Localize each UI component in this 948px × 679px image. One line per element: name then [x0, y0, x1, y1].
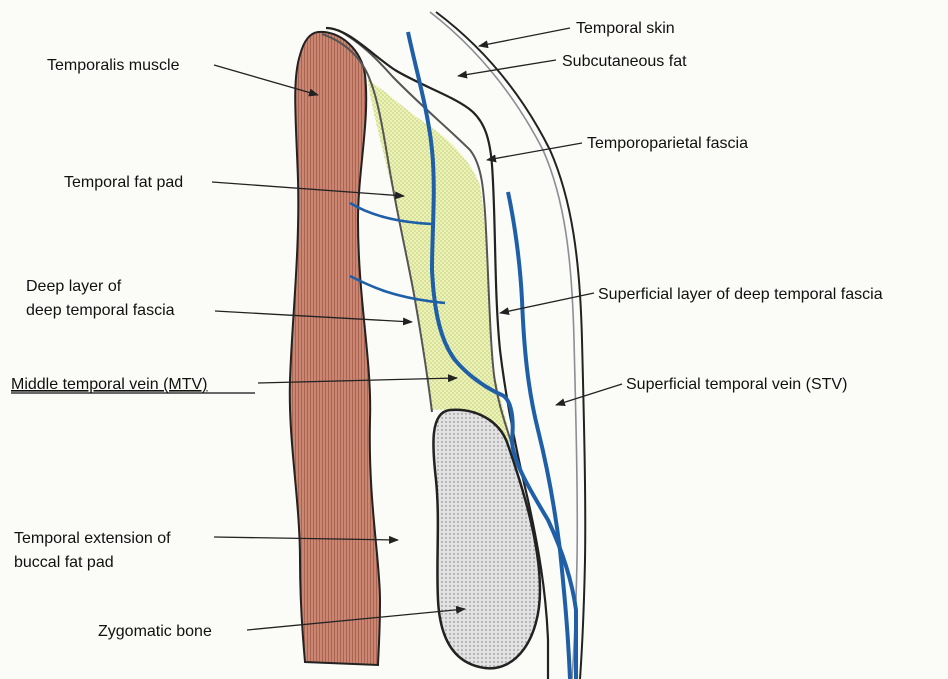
label-buccal-line2: buccal fat pad	[14, 554, 114, 571]
label-temporalis-muscle: Temporalis muscle	[47, 57, 180, 74]
arrow-stv	[556, 384, 622, 405]
arrow-temporoparietal-fascia	[487, 143, 582, 160]
label-temporal-skin: Temporal skin	[576, 20, 675, 37]
label-temporal-fat-pad: Temporal fat pad	[64, 174, 183, 191]
label-deep-layer-line1: Deep layer of	[26, 278, 122, 295]
label-subcutaneous-fat: Subcutaneous fat	[562, 53, 687, 70]
temporalis-muscle-shape	[290, 32, 380, 665]
label-buccal-line1: Temporal extension of	[14, 530, 171, 547]
label-superficial-temporal-vein: Superficial temporal vein (STV)	[626, 376, 847, 393]
label-deep-layer-line2: deep temporal fascia	[26, 302, 175, 319]
arrow-temporal-skin	[479, 28, 570, 46]
arrow-subcutaneous-fat	[458, 60, 556, 76]
zygomatic-bone-shape	[433, 410, 540, 669]
label-zygomatic-bone: Zygomatic bone	[98, 623, 212, 640]
label-superficial-layer: Superficial layer of deep temporal fasci…	[598, 286, 883, 303]
label-middle-temporal-vein: Middle temporal vein (MTV)	[11, 376, 208, 393]
label-temporoparietal-fascia: Temporoparietal fascia	[587, 135, 748, 152]
